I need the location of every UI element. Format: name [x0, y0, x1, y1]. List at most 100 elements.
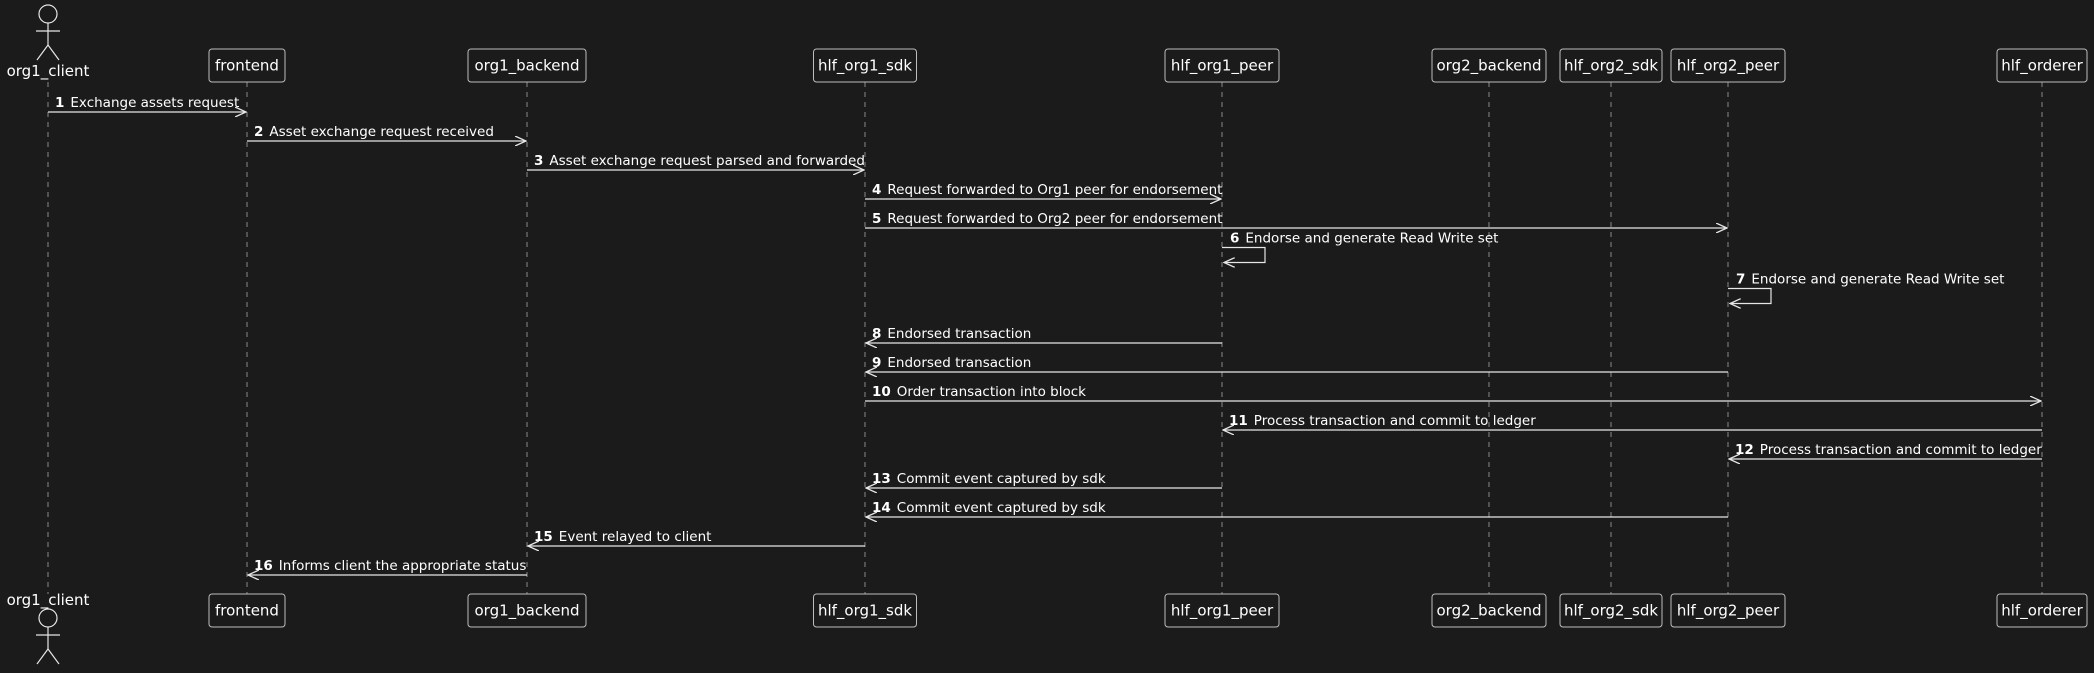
- message-label: 10 Order transaction into block: [872, 384, 1086, 400]
- participant-bottom-hlf_org2_sdk: hlf_org2_sdk: [1559, 593, 1663, 628]
- message-text: Informs client the appropriate status: [279, 558, 527, 574]
- message-number: 14: [872, 500, 891, 516]
- actor-head-icon: [38, 4, 58, 24]
- message-7: 7 Endorse and generate Read Write set: [1728, 272, 2004, 304]
- participant-top-hlf_org1_sdk: hlf_org1_sdk: [813, 48, 917, 83]
- message-number: 7: [1736, 272, 1745, 288]
- message-number: 5: [872, 211, 881, 227]
- message-text: Endorse and generate Read Write set: [1751, 272, 2004, 288]
- participant-top-frontend: frontend: [208, 48, 286, 83]
- message-16: 16 Informs client the appropriate status: [248, 558, 527, 575]
- participant-label: hlf_org2_peer: [1677, 602, 1780, 621]
- message-11: 11 Process transaction and commit to ledg…: [1223, 413, 2042, 430]
- participant-top-hlf_org2_sdk: hlf_org2_sdk: [1559, 48, 1663, 83]
- message-number: 11: [1229, 413, 1248, 429]
- actor-leg-left-icon: [36, 44, 49, 61]
- participant-top-hlf_org1_peer: hlf_org1_peer: [1164, 48, 1280, 83]
- message-text: Request forwarded to Org2 peer for endor…: [887, 211, 1222, 227]
- message-number: 6: [1230, 231, 1239, 247]
- participant-label: hlf_org1_sdk: [818, 602, 912, 621]
- participant-bottom-org2_backend: org2_backend: [1431, 593, 1547, 628]
- actor-label: org1_client: [7, 62, 90, 81]
- message-text: Endorsed transaction: [887, 355, 1031, 371]
- participant-box: [1996, 48, 2088, 83]
- participant-label: hlf_org1_peer: [1171, 57, 1274, 76]
- participant-label: hlf_orderer: [2001, 602, 2083, 621]
- participant-label: frontend: [215, 57, 279, 75]
- participants-top: org1_client frontend org1_backend hlf_org1_…: [7, 4, 2088, 83]
- message-label: 12 Process transaction and commit to ledg…: [1735, 442, 2042, 458]
- participant-box: [1431, 48, 1547, 83]
- participant-bottom-org1_backend: org1_backend: [467, 593, 587, 628]
- message-number: 16: [254, 558, 273, 574]
- message-text: Commit event captured by sdk: [897, 500, 1106, 516]
- participant-label: hlf_org2_peer: [1677, 57, 1780, 76]
- participant-top-org2_backend: org2_backend: [1431, 48, 1547, 83]
- message-number: 8: [872, 326, 881, 342]
- message-12: 12 Process transaction and commit to ledg…: [1729, 442, 2042, 459]
- participant-label: hlf_org1_sdk: [818, 57, 912, 76]
- participant-label: hlf_org2_sdk: [1564, 57, 1658, 76]
- participant-box: [1164, 48, 1280, 83]
- message-label: 13 Commit event captured by sdk: [872, 471, 1106, 487]
- participant-bottom-hlf_org1_sdk: hlf_org1_sdk: [813, 593, 917, 628]
- message-text: Asset exchange request parsed and forwar…: [549, 153, 865, 169]
- message-5: 5 Request forwarded to Org2 peer for endo…: [865, 211, 1727, 228]
- message-label: 8 Endorsed transaction: [872, 326, 1031, 342]
- message-text: Process transaction and commit to ledger: [1254, 413, 1536, 429]
- participant-bottom-frontend: frontend: [208, 593, 286, 628]
- message-text: Process transaction and commit to ledger: [1760, 442, 2042, 458]
- participant-box: [467, 48, 587, 83]
- actor-leg-left-icon: [36, 648, 49, 665]
- message-label: 1 Exchange assets request: [55, 95, 239, 111]
- participant-bottom-hlf_orderer: hlf_orderer: [1996, 593, 2088, 628]
- participant-box: [208, 593, 286, 628]
- message-text: Endorsed transaction: [887, 326, 1031, 342]
- self-message-arrow: [1728, 287, 1772, 304]
- message-14: 14 Commit event captured by sdk: [866, 500, 1728, 517]
- message-text: Commit event captured by sdk: [897, 471, 1106, 487]
- message-number: 2: [254, 124, 263, 140]
- participant-top-hlf_org2_peer: hlf_org2_peer: [1670, 48, 1786, 83]
- message-number: 10: [872, 384, 891, 400]
- participant-box: [813, 593, 917, 628]
- actor-leg-right-icon: [47, 648, 60, 665]
- self-message-arrow: [1222, 246, 1266, 263]
- message-label: 2 Asset exchange request received: [254, 124, 494, 140]
- actor-leg-right-icon: [47, 44, 60, 61]
- message-label: 14 Commit event captured by sdk: [872, 500, 1106, 516]
- participant-box: [1670, 48, 1786, 83]
- message-text: Order transaction into block: [897, 384, 1086, 400]
- message-label: 7 Endorse and generate Read Write set: [1736, 272, 2004, 288]
- participant-box: [1996, 593, 2088, 628]
- participant-box: [208, 48, 286, 83]
- message-number: 4: [872, 182, 881, 198]
- participant-label: org1_backend: [474, 57, 579, 76]
- message-number: 1: [55, 95, 64, 111]
- participant-top-org1_client: org1_client: [7, 4, 90, 81]
- message-number: 12: [1735, 442, 1754, 458]
- message-text: Asset exchange request received: [269, 124, 494, 140]
- participant-box: [1670, 593, 1786, 628]
- participant-box: [813, 48, 917, 83]
- message-number: 15: [534, 529, 553, 545]
- actor-label: org1_client: [7, 591, 90, 610]
- message-text: Exchange assets request: [70, 95, 239, 111]
- participant-label: frontend: [215, 602, 279, 620]
- message-number: 13: [872, 471, 891, 487]
- message-2: 2 Asset exchange request received: [247, 124, 526, 141]
- participant-box: [1559, 48, 1663, 83]
- message-label: 16 Informs client the appropriate status: [254, 558, 526, 574]
- message-8: 8 Endorsed transaction: [866, 326, 1222, 343]
